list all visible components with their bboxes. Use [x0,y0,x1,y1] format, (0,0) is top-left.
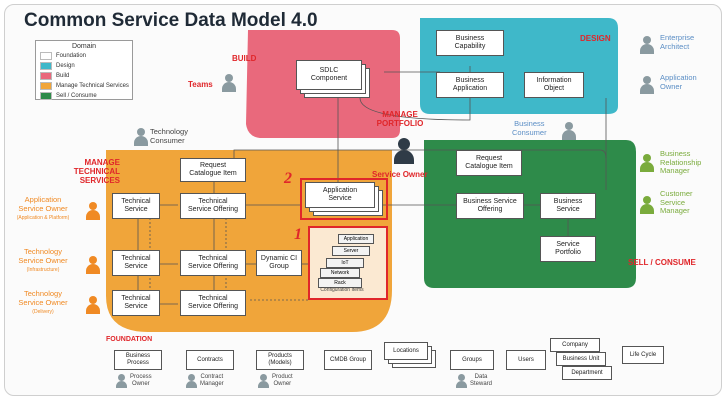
application-service-highlight [300,178,388,220]
legend-item-design: Design [36,61,132,71]
role-label-technology-service-owner-infrastructure: Technology Service Owner [18,247,68,265]
entity-technical-service-2: Technical Service [112,250,160,276]
role-sublabel-delivery: (Delivery) [32,309,54,315]
domain-legend: Domain Foundation Design Build Manage Te… [35,40,133,100]
domain-label-foundation: FOUNDATION [106,336,153,343]
legend-swatch [40,72,52,80]
enterprise-architect-person-icon [640,36,654,54]
ci-caption: Configuration Items [320,287,364,293]
role-label-data-steward: Data Steward [470,374,493,387]
role-label-business-relationship-manager: Business Relationship Manager [660,149,702,176]
contract-manager-person-icon [186,374,197,388]
role-sublabel-infrastructure: (Infrastructure) [26,267,60,273]
entity-business-application: Business Application [436,72,504,98]
annotation-number-one: 1 [294,226,302,243]
entity-technical-service-offering-1: Technical Service Offering [180,193,246,219]
foundation-users: Users [506,350,546,370]
role-label-business-consumer: Business Consumer [512,119,547,137]
service-owner-person-icon [394,138,414,166]
foundation-locations: Locations [384,342,428,360]
legend-item-foundation: Foundation [36,51,132,61]
page-title: Common Service Data Model 4.0 [24,10,318,31]
role-label-application-service-owner: Application Service Owner [18,195,68,213]
teams-person-icon [222,74,236,92]
entity-service-portfolio: Service Portfolio [540,236,596,262]
domain-label-build: BUILD [232,54,257,63]
foundation-life-cycle: Life Cycle [622,346,664,364]
technology-consumer-person-icon [134,128,148,146]
technology-service-owner-infrastructure-person-icon [86,256,100,274]
application-service-owner-person-icon [86,202,100,220]
entity-business-service-offering: Business Service Offering [456,193,524,219]
foundation-business-process: Business Process [114,350,162,370]
legend-swatch [40,62,52,70]
domain-label-sell-consume: SELL / CONSUME [628,258,696,267]
role-label-customer-service-manager: Customer Service Manager [660,189,693,216]
legend-item-manage: Manage Technical Services [36,81,132,91]
role-label-contract-manager: Contract Manager [200,374,224,387]
entity-technical-service-offering-3: Technical Service Offering [180,290,246,316]
customer-service-manager-person-icon [640,196,654,214]
entity-request-catalogue-item-technical: Request Catalogue Item [180,158,246,182]
foundation-contracts: Contracts [186,350,234,370]
business-relationship-manager-person-icon [640,154,654,172]
legend-swatch [40,82,52,90]
ci-rack: Rack [318,278,362,288]
foundation-groups: Groups [450,350,494,370]
role-label-technology-consumer: Technology Consumer [150,127,188,145]
legend-swatch [40,52,52,60]
data-steward-person-icon [456,374,467,388]
foundation-cmdb-group: CMDB Group [324,350,372,370]
domain-label-design: DESIGN [580,34,611,43]
annotation-number-two: 2 [284,170,292,187]
ci-server: Server [332,246,370,256]
domain-label-manage-technical-services: MANAGE TECHNICAL SERVICES [73,158,120,186]
foundation-company: Company [550,338,600,352]
role-label-service-owner: Service Owner [372,170,428,179]
role-label-technology-service-owner-delivery: Technology Service Owner [18,289,68,307]
entity-application-service: Application Service [305,182,375,208]
product-owner-person-icon [258,374,269,388]
entity-business-capability: Business Capability [436,30,504,56]
legend-heading: Domain [71,43,97,50]
entity-dynamic-ci-group: Dynamic CI Group [256,250,302,276]
role-label-teams: Teams [188,80,213,89]
entity-information-object: Information Object [524,72,584,98]
entity-business-service: Business Service [540,193,596,219]
role-sublabel-application-platform: (Application & Platform) [16,215,70,221]
ci-iot: IoT [326,258,364,268]
ci-application: Application [338,234,374,244]
business-consumer-person-icon [562,122,576,140]
entity-request-catalogue-item-business: Request Catalogue Item [456,150,522,176]
role-label-process-owner: Process Owner [130,374,152,387]
entity-technical-service-3: Technical Service [112,290,160,316]
entity-technical-service-1: Technical Service [112,193,160,219]
legend-swatch [40,92,52,100]
domain-label-manage-portfolio: MANAGE PORTFOLIO [376,110,424,129]
ci-network: Network [320,268,360,278]
role-label-application-owner: Application Owner [660,73,697,91]
foundation-business-unit: Business Unit [556,352,606,366]
entity-sdlc-component: SDLC Component [296,60,362,90]
entity-technical-service-offering-2: Technical Service Offering [180,250,246,276]
foundation-department: Department [562,366,612,380]
legend-item-sell: Sell / Consume [36,91,132,101]
role-label-enterprise-architect: Enterprise Architect [660,33,695,51]
role-label-product-owner: Product Owner [272,374,293,387]
process-owner-person-icon [116,374,127,388]
foundation-products: Products (Models) [256,350,304,370]
application-owner-person-icon [640,76,654,94]
technology-service-owner-delivery-person-icon [86,296,100,314]
legend-item-build: Build [36,71,132,81]
